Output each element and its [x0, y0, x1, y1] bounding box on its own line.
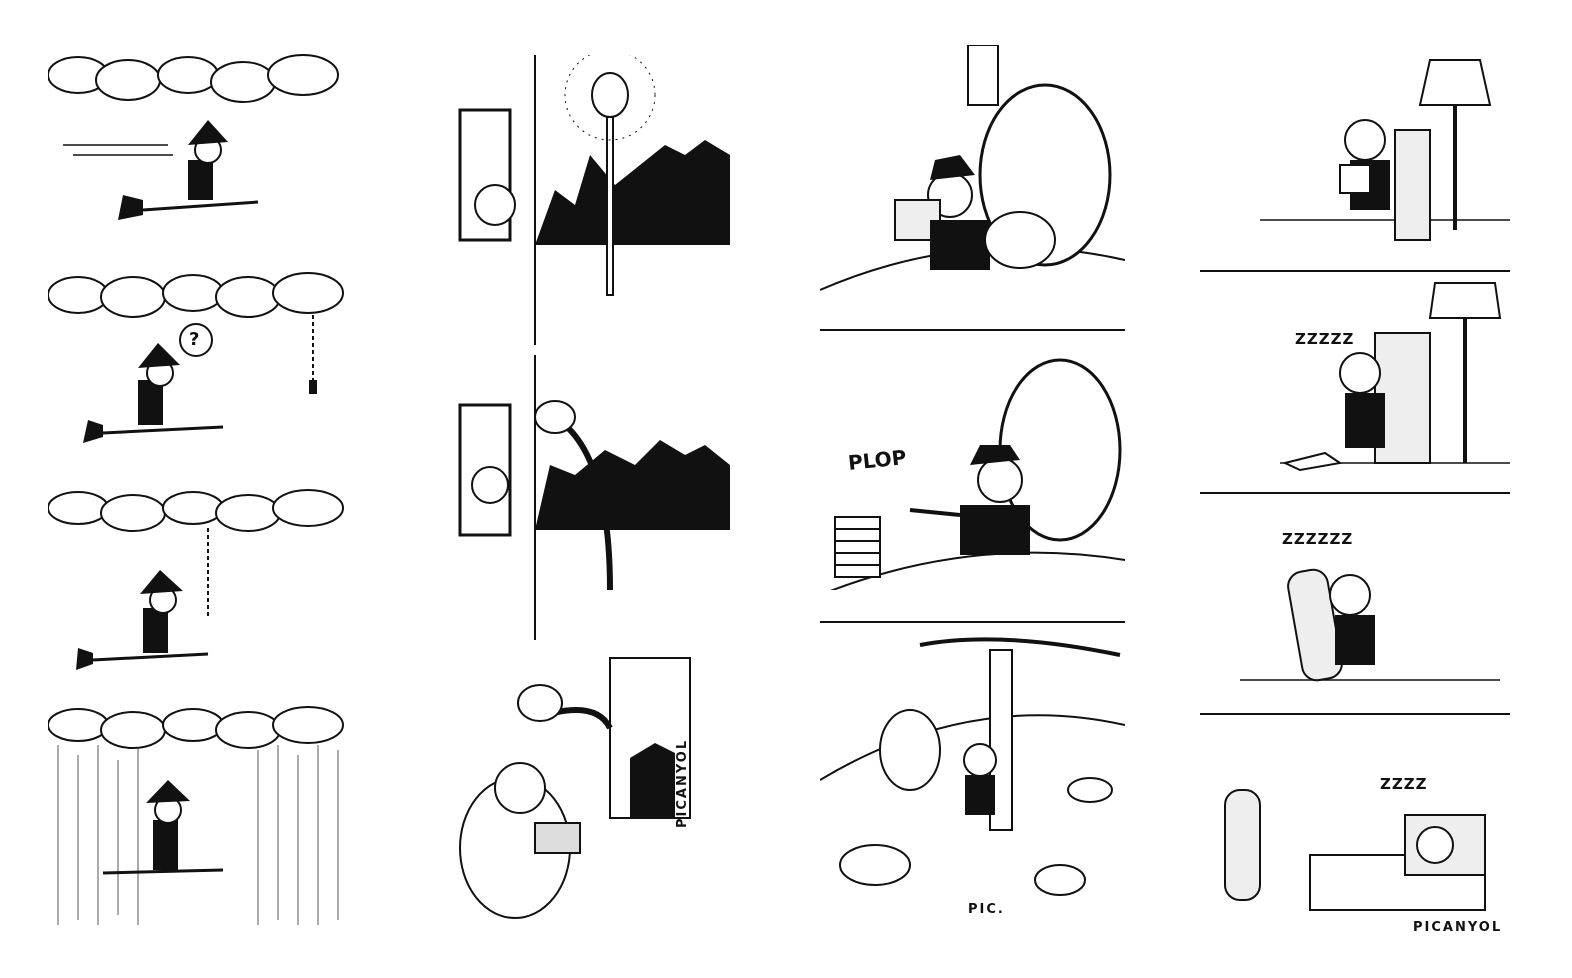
rain: [57, 745, 339, 925]
witch-rain-illustration: [48, 706, 344, 925]
panel-divider: [1200, 713, 1510, 715]
lamp-panel-3: PICANYOL: [425, 648, 730, 930]
clouds: [48, 54, 339, 103]
lamp-panel-1: [425, 55, 730, 345]
speed-lines: [63, 144, 173, 156]
witch-character: [118, 120, 259, 220]
signature-pic: PIC.: [968, 902, 1005, 917]
speech-bubble: [179, 323, 213, 357]
tree-trunk: [989, 649, 1013, 831]
book-stack-illustration: [830, 358, 1125, 590]
snore-text: ZZZZZZ: [1282, 530, 1354, 548]
boy-reading-chair-illustration: [1260, 59, 1510, 241]
forest-panel-2: PLOP: [820, 335, 1125, 590]
snore-text: ZZZZ: [1380, 775, 1428, 793]
boy-dozing-illustration: [1280, 282, 1510, 472]
witch-panel-1: [48, 50, 353, 240]
lamp-night-illustration: [458, 55, 730, 345]
dog: [984, 211, 1056, 269]
witch-panel-4: [48, 705, 353, 930]
signature-picanyol: PICANYOL: [1413, 920, 1503, 935]
lamp-bending-illustration: [458, 355, 730, 640]
panel-divider: [1200, 492, 1510, 494]
cord-tassel: [309, 380, 317, 394]
witch-panel-2: ?: [48, 265, 353, 465]
panel-divider: [1200, 270, 1510, 272]
forest-panel-3: PIC.: [820, 630, 1125, 920]
witch-puzzled-illustration: [48, 272, 344, 443]
panel-divider: [820, 329, 1125, 331]
floor-lamp: [1418, 59, 1492, 106]
sleep-panel-2: ZZZZZ: [1200, 278, 1510, 478]
city-silhouette: [535, 140, 730, 245]
signature-picanyol: PICANYOL: [675, 738, 690, 828]
book-stack: [834, 516, 881, 578]
animals-watch-reader-illustration: [820, 45, 1125, 291]
armchair: [1394, 129, 1431, 241]
boy-in-bed-illustration: [1224, 789, 1486, 911]
sleep-panel-4: ZZZZ PICANYOL: [1200, 720, 1510, 945]
snore-text: ZZZZZ: [1295, 330, 1355, 348]
book: [534, 822, 581, 854]
lamp-head: [591, 72, 629, 118]
question-mark: ?: [189, 329, 200, 350]
witch-panel-3: [48, 488, 353, 693]
boy-rocking-chair-illustration: [1240, 568, 1500, 682]
witch-flying-illustration: [48, 54, 339, 220]
boy-reading-armchair-illustration: [459, 657, 691, 919]
all-reading-illustration: [820, 637, 1125, 896]
sleep-panel-1: [1200, 50, 1510, 255]
sleep-panel-3: ZZZZZZ: [1200, 500, 1510, 705]
lamp-post: [606, 109, 614, 296]
forest-panel-1: [820, 45, 1125, 300]
boy-head: [474, 184, 516, 226]
panel-divider: [820, 621, 1125, 623]
lamp-panel-2: [425, 355, 730, 640]
